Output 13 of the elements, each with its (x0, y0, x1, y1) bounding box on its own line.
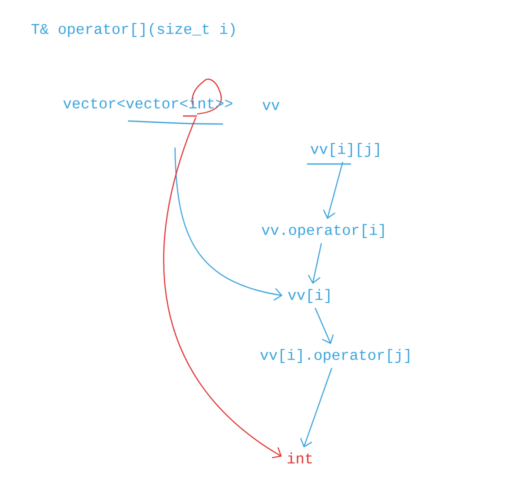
arrow (314, 308, 334, 344)
code-text: vv[i] (288, 289, 330, 303)
code-text: vv (262, 102, 280, 110)
code-text: vv[i].operator[j] (260, 349, 410, 363)
code-text: vv[i][j] (310, 143, 379, 157)
arrow (323, 162, 344, 219)
arrow (174, 148, 282, 301)
code-text: T& operator[](size_t i) (31, 23, 235, 37)
code-text: int (288, 452, 312, 464)
arrow (300, 368, 332, 448)
arrow (308, 242, 322, 284)
code-text: vv.operator[i] (262, 224, 384, 238)
arrow (163, 117, 282, 458)
